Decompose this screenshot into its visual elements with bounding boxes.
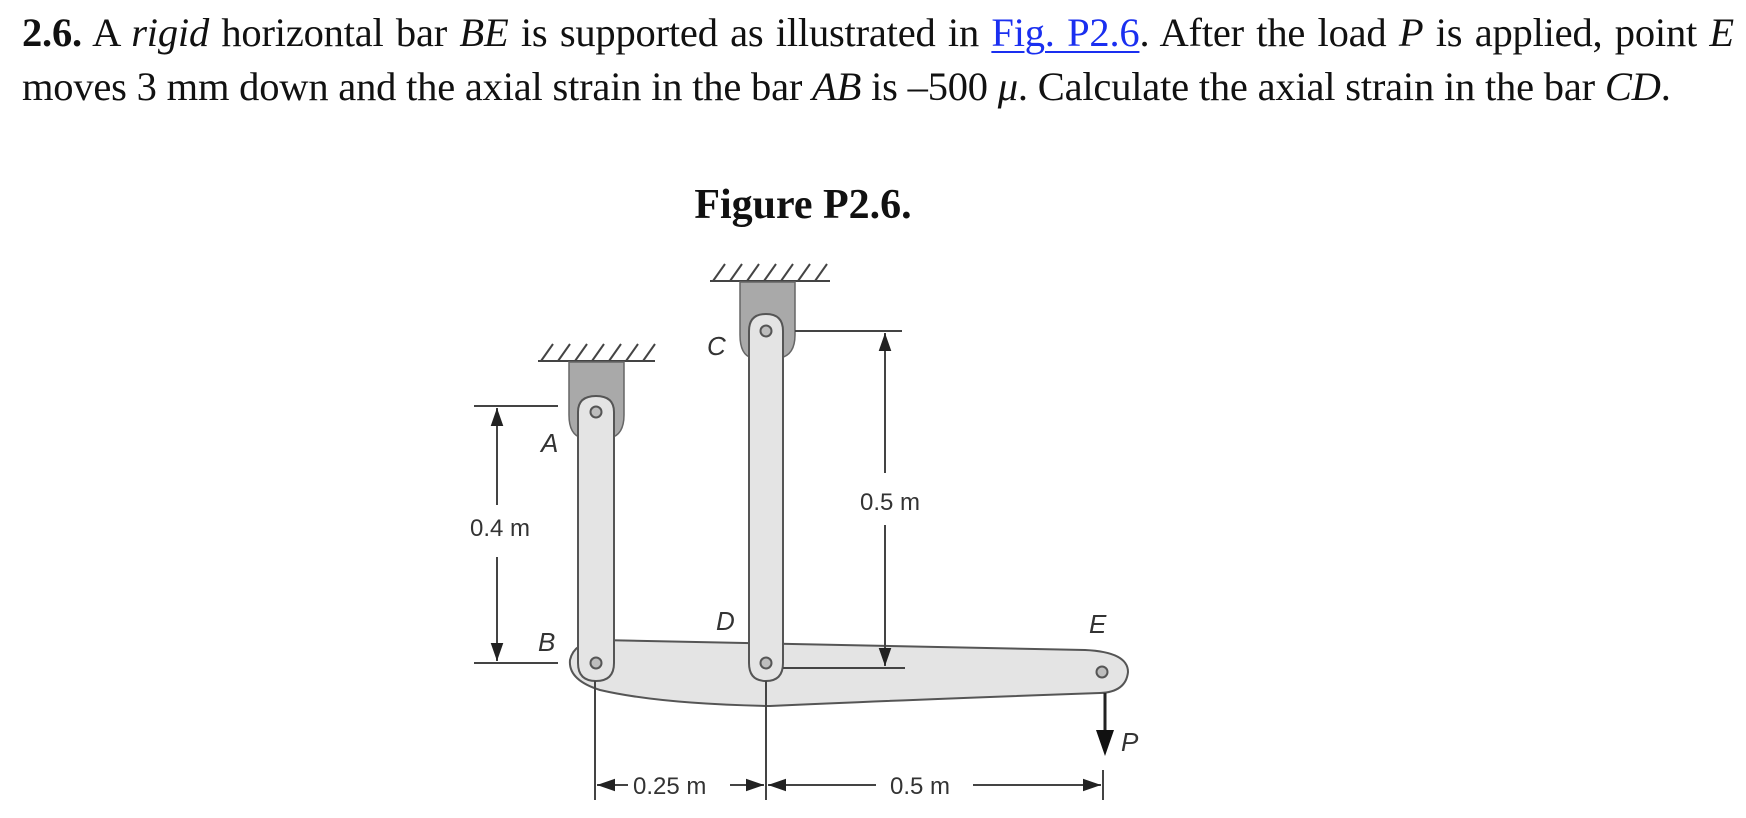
- symbol-mu: μ: [997, 64, 1018, 109]
- label-c: C: [707, 331, 726, 361]
- dimension-de-label: 0.5 m: [890, 773, 950, 800]
- bar-ab: [577, 394, 615, 683]
- pin-b-icon: [589, 656, 603, 670]
- load-arrow-icon: [1096, 693, 1114, 756]
- text-fragment: . Calculate the axial strain in the bar: [1017, 64, 1605, 109]
- problem-statement: 2.6. A rigid horizontal bar BE is suppor…: [22, 6, 1734, 114]
- pin-d-icon: [759, 656, 773, 670]
- text-fragment: A: [81, 10, 132, 55]
- var-AB: AB: [812, 64, 862, 109]
- label-p: P: [1121, 727, 1139, 757]
- dimension-horizontal: [594, 681, 1104, 800]
- var-E: E: [1709, 10, 1734, 55]
- emphasis-rigid: rigid: [131, 10, 210, 55]
- rigid-bar-be: [568, 638, 1130, 708]
- figure-title: Figure P2.6.: [694, 182, 912, 228]
- label-a: A: [539, 428, 558, 458]
- dimension-bd-label: 0.25 m: [633, 773, 706, 800]
- text-fragment: . After the load: [1139, 10, 1399, 55]
- text-fragment: is applied, point: [1423, 10, 1710, 55]
- label-b: B: [538, 627, 555, 657]
- dimension-cd-length: [783, 330, 905, 669]
- var-P: P: [1398, 10, 1424, 55]
- pin-c-icon: [759, 324, 773, 338]
- dimension-cd-label: 0.5 m: [860, 489, 920, 516]
- bar-cd: [748, 312, 784, 683]
- var-BE: BE: [459, 10, 509, 55]
- problem-number: 2.6.: [22, 10, 82, 55]
- pin-a-icon: [589, 405, 603, 419]
- text-fragment: moves 3 mm down and the axial strain in …: [22, 64, 813, 109]
- text-fragment: is supported as illustrated in: [508, 10, 992, 55]
- text-fragment: horizontal bar: [209, 10, 460, 55]
- label-e: E: [1089, 609, 1107, 639]
- dimension-ab-length: [474, 405, 558, 664]
- text-fragment: .: [1660, 64, 1671, 109]
- pin-e-icon: [1095, 665, 1109, 679]
- var-CD: CD: [1604, 64, 1661, 109]
- text-fragment: is –500: [861, 64, 998, 109]
- label-d: D: [716, 606, 735, 636]
- dimension-ab-label: 0.4 m: [470, 515, 530, 542]
- figure-link[interactable]: Fig. P2.6: [991, 10, 1140, 55]
